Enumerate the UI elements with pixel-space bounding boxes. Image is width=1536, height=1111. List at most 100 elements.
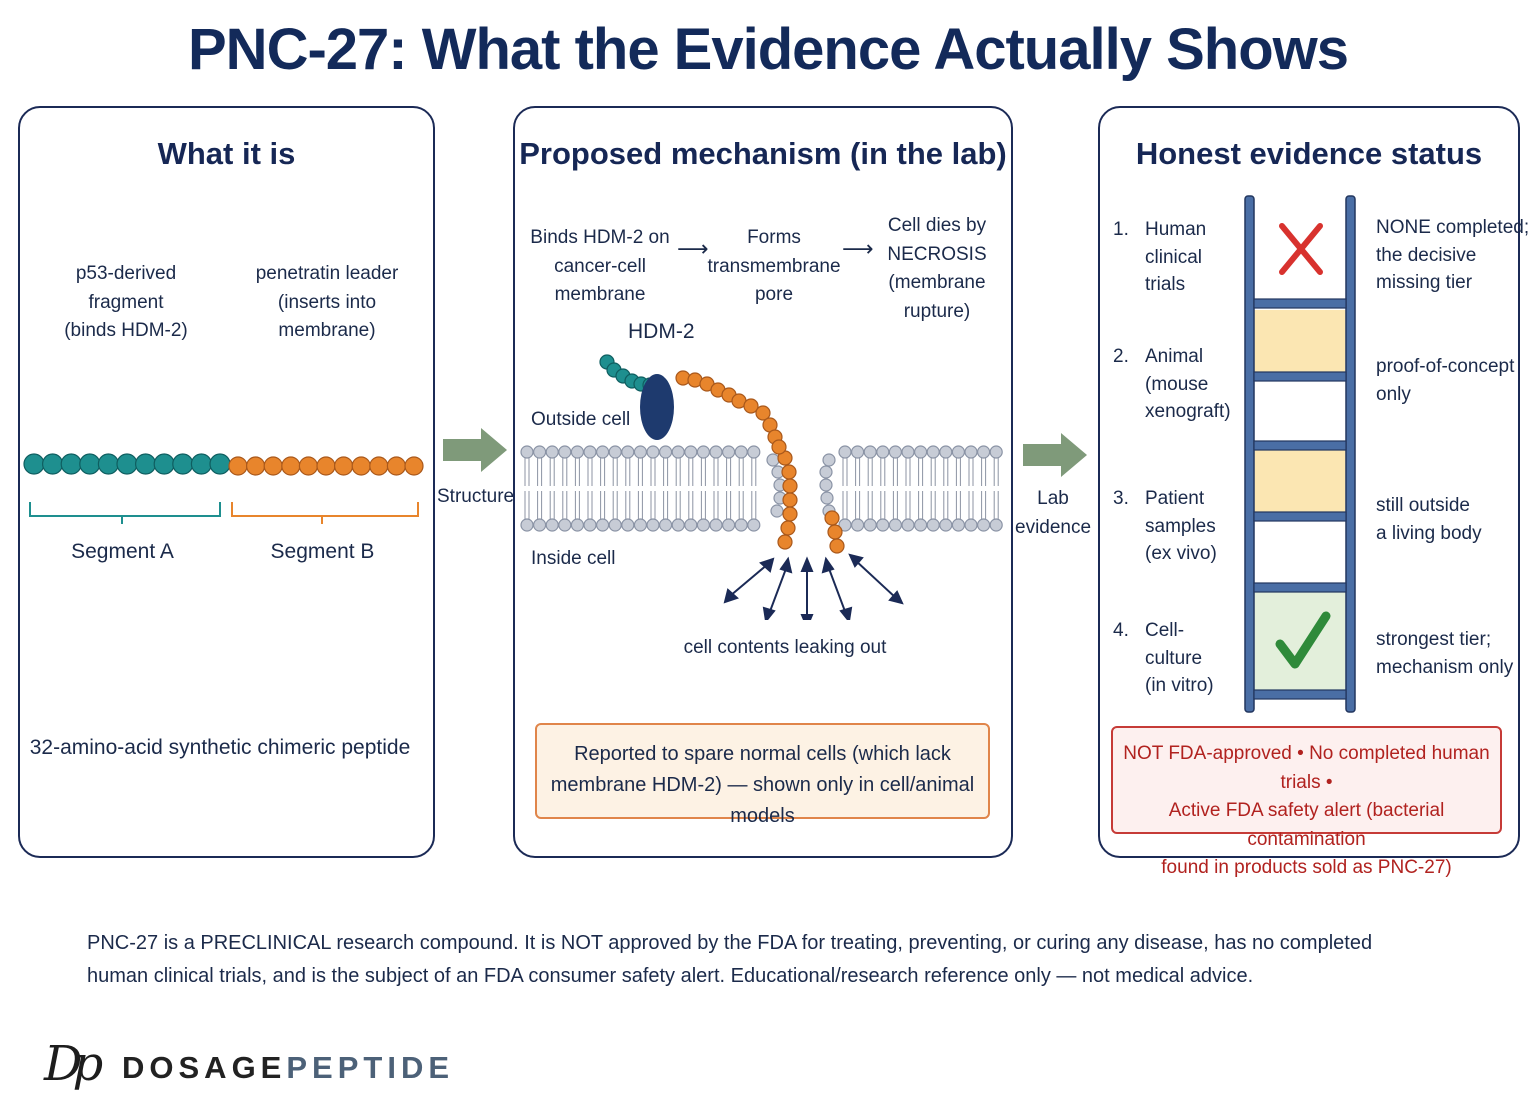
lipid-head xyxy=(659,445,673,459)
orange-residue xyxy=(228,456,248,476)
mechanism-step-3: Cell dies by NECROSIS (membrane rupture) xyxy=(868,212,1006,326)
lipid-head xyxy=(851,518,865,532)
lipid-head xyxy=(558,445,572,459)
lipid-bilayer xyxy=(520,445,1003,532)
hdm2-label: HDM-2 xyxy=(628,320,695,343)
lipid-head xyxy=(633,518,648,532)
lipid-tail xyxy=(625,458,631,519)
lipid-head xyxy=(863,445,877,459)
pore-residue xyxy=(782,506,798,522)
membrane-pore-diagram xyxy=(520,354,1003,620)
tier-2-status: proof-of-concept only xyxy=(1376,353,1514,408)
ladder-rung-3 xyxy=(1253,440,1347,451)
tier-3-name: Patient samples (ex vivo) xyxy=(1145,485,1241,568)
orange-residue xyxy=(755,405,771,421)
lipid-head xyxy=(558,518,572,532)
lipid-head xyxy=(822,453,836,467)
teal-residue xyxy=(153,453,175,475)
lipid-tail xyxy=(587,458,593,519)
warning-line-3: found in products sold as PNC-27) xyxy=(1161,857,1452,878)
lipid-tail xyxy=(574,458,580,519)
step-arrow-2-icon: ⟶ xyxy=(842,236,874,261)
lipid-tail xyxy=(738,458,744,519)
tier-4-name-line-1: Cell-culture xyxy=(1145,620,1203,669)
mechanism-step-1: Binds HDM-2 on cancer-cell membrane xyxy=(520,224,680,310)
callout-line-2: membrane HDM-2) — shown only in cell/ani… xyxy=(550,774,975,827)
hdm2-bound-peptide xyxy=(599,354,787,455)
lipid-head xyxy=(570,445,585,459)
teal-residue xyxy=(172,453,194,475)
lipid-tail xyxy=(663,458,669,519)
tier-2-name: Animal (mouse xenograft) xyxy=(1145,343,1241,426)
fragment-b-title: penetratin leader xyxy=(255,263,399,284)
peptide-description: 32-amino-acid synthetic chimeric peptide xyxy=(29,736,411,759)
lipid-head xyxy=(901,445,915,459)
step-3-line-3: (membrane rupture) xyxy=(888,272,986,322)
lipid-tail xyxy=(524,458,530,519)
lipid-head xyxy=(863,518,877,532)
lipid-head xyxy=(747,445,761,459)
tier-1-status: NONE completed; the decisive missing tie… xyxy=(1376,214,1529,297)
lipid-head xyxy=(989,518,1003,532)
tier-3-status-line-1: still outside xyxy=(1376,495,1470,516)
lipid-tail xyxy=(675,458,681,519)
tier-1-status-line-2: the decisive xyxy=(1376,244,1477,266)
step-1-line-1: Binds HDM-2 on xyxy=(530,227,670,248)
lipid-head xyxy=(766,453,780,467)
tier-2-name-line-3: xenograft) xyxy=(1145,401,1231,423)
lipid-head xyxy=(819,478,833,492)
tier-4-status-line-2: mechanism only xyxy=(1376,656,1514,678)
lipid-head xyxy=(583,445,597,459)
lipid-tail xyxy=(600,458,606,519)
teal-residue xyxy=(60,453,82,475)
x-icon xyxy=(1279,223,1323,275)
lab-evidence-line-1: Lab xyxy=(1037,488,1069,509)
lipid-tail xyxy=(688,458,694,519)
lipid-tail xyxy=(537,458,543,519)
tier-4-name-line-2: (in vitro) xyxy=(1145,675,1214,697)
lipid-head xyxy=(646,445,660,459)
normal-cells-callout: Reported to spare normal cells (which la… xyxy=(535,723,990,827)
tier-4-status-line-1: strongest tier; xyxy=(1376,629,1492,650)
structure-arrow-label: Structure xyxy=(437,486,515,507)
lipid-head xyxy=(621,445,635,459)
lipid-head xyxy=(696,445,710,459)
ladder-rung-6 xyxy=(1253,689,1347,700)
lipid-tail xyxy=(726,458,732,519)
teal-residue xyxy=(209,453,231,475)
lipid-head xyxy=(820,491,834,505)
lab-evidence-line-2: evidence xyxy=(1015,516,1092,538)
pore-residue xyxy=(780,520,796,536)
lipid-head xyxy=(926,445,940,459)
lipid-head xyxy=(939,518,953,532)
pore-residue xyxy=(777,534,793,550)
lipid-tail xyxy=(993,458,999,519)
pore-residue xyxy=(782,492,798,508)
fragment-a-label: p53-derived fragment (binds HDM-2) xyxy=(36,260,216,346)
lab-evidence-label: Lab evidence xyxy=(1015,485,1091,542)
orange-residue xyxy=(351,456,371,476)
segment-b-bracket xyxy=(231,502,419,524)
logo-word-b: PEPTIDE xyxy=(286,1050,455,1085)
lipid-head xyxy=(545,445,559,459)
lipid-head xyxy=(545,518,559,532)
evidence-ladder xyxy=(1244,195,1356,713)
lipid-tail xyxy=(855,458,861,519)
tier-3-number: 3. xyxy=(1113,488,1129,509)
step-1-line-2: cancer-cell membrane xyxy=(554,255,646,306)
lipid-tail xyxy=(637,458,643,519)
orange-residue xyxy=(369,456,389,476)
lipid-tail xyxy=(968,458,974,519)
mechanism-step-2: Forms transmembrane pore xyxy=(703,224,845,310)
outside-cell-label: Outside cell xyxy=(531,409,631,430)
ladder-rung-5 xyxy=(1253,582,1347,593)
orange-residue xyxy=(298,456,318,476)
lipid-head xyxy=(951,518,965,532)
lipid-head xyxy=(926,518,940,532)
tier-3-name-line-1: Patient xyxy=(1145,488,1205,509)
pore-peptide xyxy=(777,450,845,554)
panel-heading-mechanism: Proposed mechanism (in the lab) xyxy=(519,136,1007,171)
segment-a-bracket xyxy=(29,502,221,524)
lipid-head xyxy=(646,518,660,532)
lipid-head xyxy=(747,518,761,532)
